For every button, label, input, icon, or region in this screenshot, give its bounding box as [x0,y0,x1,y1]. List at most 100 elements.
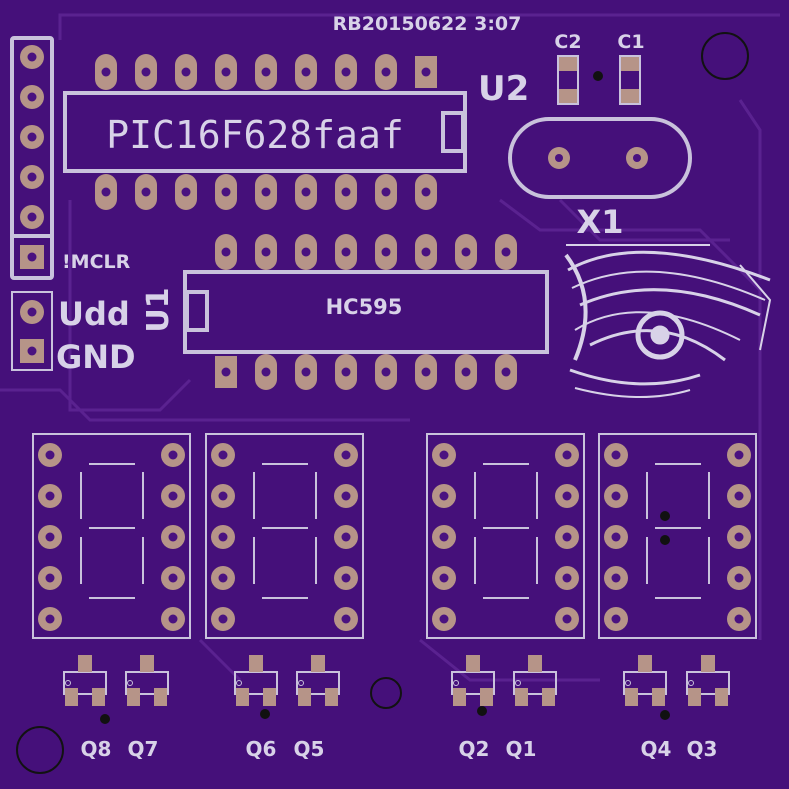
pad-hole [734,614,744,624]
q5-label: Q5 [294,737,325,761]
pin1-marker [236,680,242,686]
transistor-pad [528,655,542,672]
pad-hole [261,187,271,197]
colon-dot [660,511,670,521]
mclr-label: !MCLR [62,251,131,273]
via [660,710,670,720]
pad-hole [461,367,471,377]
pad-hole [611,491,621,501]
shift-ref: U1 [141,287,176,332]
pin1-marker [453,680,459,686]
board-timestamp: RB20150622 3:07 [333,13,522,35]
pad-hole [341,67,351,77]
transistor-pad [249,655,263,672]
transistor-pad [638,655,652,672]
q4-label: Q4 [641,737,672,761]
pad-hole [341,367,351,377]
transistor-pad [652,688,665,706]
crystal-x1: X1 [508,117,692,241]
pad-hole [341,450,351,460]
via [593,71,603,81]
pad-hole [341,491,351,501]
q2-label: Q2 [459,737,490,761]
gnd-label: GND [56,338,136,376]
pad-hole [501,367,511,377]
transistor-pad [701,655,715,672]
pad-hole [168,450,178,460]
seven-seg-display [426,433,585,639]
udd-label: Udd [58,295,130,333]
mounting-hole [16,726,64,774]
pad-hole [261,367,271,377]
pad-hole [301,67,311,77]
pad-hole [141,67,151,77]
pic-value: PIC16F628faaf [106,113,403,157]
pin1-marker [515,680,521,686]
pad-hole [381,367,391,377]
via [100,714,110,724]
pad-hole [27,346,37,356]
transistor-pad [688,688,701,706]
pad-hole [168,573,178,583]
colon-dot [660,535,670,545]
pad-hole [45,573,55,583]
pic-ref: U2 [478,69,529,109]
via [477,706,487,716]
transistor-pad [453,688,466,706]
pad-hole [168,491,178,501]
shift-register-chip: HC595 U1 [141,270,549,354]
pad-hole [218,614,228,624]
pad-hole [141,187,151,197]
pad-hole [218,532,228,542]
capacitor-c1: C1 [617,31,645,105]
transistor-pad [715,688,728,706]
pad-hole [45,614,55,624]
pad-hole [261,247,271,257]
pad-hole [439,614,449,624]
pad-hole [501,247,511,257]
pad-hole [562,450,572,460]
pic-chip: PIC16F628faaf U2 [63,69,529,173]
pin1-marker [298,680,304,686]
pad-hole [168,614,178,624]
seven-seg-display [598,433,757,639]
pad-hole [562,573,572,583]
transistor-pad [480,688,493,706]
pad-hole [101,67,111,77]
capacitor-c2: C2 [554,31,582,105]
transistor-pad [311,655,325,672]
pad-hole [45,532,55,542]
pad-hole [221,187,231,197]
crystal-ref: X1 [577,203,624,241]
pad-hole [341,532,351,542]
pad-hole [734,491,744,501]
c2-label: C2 [554,31,581,53]
transistor-pad [466,655,480,672]
pad-hole [562,532,572,542]
transistor-pad [298,688,311,706]
pad-hole [439,573,449,583]
pad-hole [341,247,351,257]
pad-hole [45,450,55,460]
pin1-marker [65,680,71,686]
pad-hole [27,92,37,102]
pad-hole [381,187,391,197]
mounting-hole [701,32,749,80]
pin1-marker [127,680,133,686]
transistor-pad [515,688,528,706]
q7-label: Q7 [128,737,159,761]
pad-hole [261,67,271,77]
seven-seg-display [205,433,364,639]
transistor-pad [78,655,92,672]
pad-hole [421,367,431,377]
pad-hole [221,247,231,257]
pad-hole [27,252,37,262]
transistor-pad [542,688,555,706]
pad-hole [27,52,37,62]
transistor-pad [65,688,78,706]
copper-traces [0,13,780,682]
pad-hole [611,532,621,542]
pad-hole [439,491,449,501]
